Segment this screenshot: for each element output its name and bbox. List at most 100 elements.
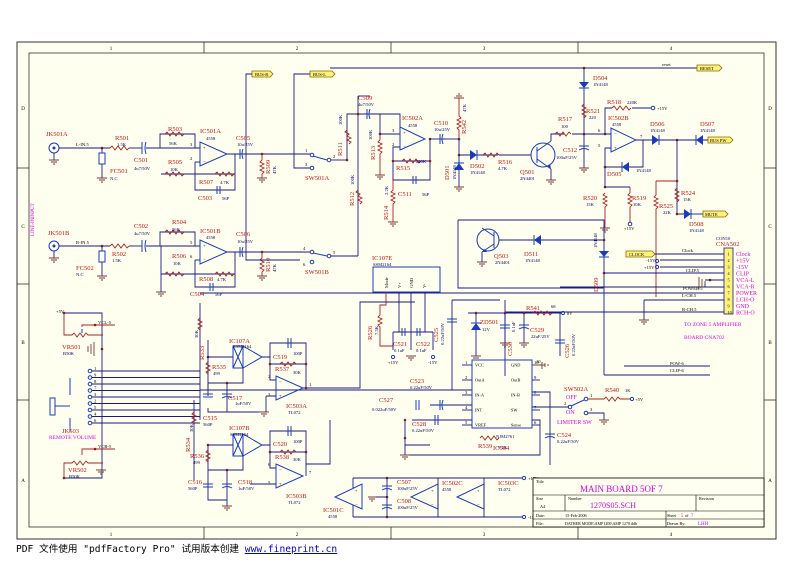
switch-sw501a[interactable]: 132 SW501A	[305, 148, 336, 182]
jack-contact	[87, 401, 93, 406]
connector-pin-label: CLIP	[736, 272, 750, 278]
pin-number: 5	[94, 405, 97, 410]
value-label: NJM2761	[496, 434, 515, 439]
switch-sw501b[interactable]: 465 SW501B	[303, 246, 336, 276]
net-label: +5V	[56, 309, 65, 314]
svg-text:2: 2	[190, 156, 193, 161]
net-label: POWER.5	[683, 286, 703, 291]
value-label: 1N4148	[689, 228, 705, 233]
value-label: 56K	[169, 141, 178, 146]
capacitor-c509: C509 4u7/50V	[358, 95, 375, 120]
ref-label: C505	[236, 135, 250, 142]
svg-text:3: 3	[590, 407, 593, 412]
port-label: CLOCK	[629, 252, 645, 257]
ref-label: IC501C	[323, 507, 344, 514]
connector-pin-number: 8	[728, 297, 730, 302]
svg-text:2: 2	[392, 142, 395, 147]
value-label: 4558	[612, 122, 622, 127]
ref-label: R504	[172, 219, 187, 226]
net-label: R-CH.5	[682, 307, 697, 312]
ref-label: IC503C	[498, 480, 519, 487]
pin-number: 9	[534, 375, 537, 380]
value-label: 4558	[206, 136, 216, 141]
svg-text:3: 3	[392, 128, 395, 133]
value-label: 68	[551, 304, 556, 309]
pin-number: 3	[94, 392, 97, 397]
svg-text:4: 4	[303, 246, 306, 251]
pin-number: 5	[465, 420, 468, 425]
value-label: 56P	[215, 292, 223, 297]
title-text: MAIN BOARD 5OF 7	[580, 484, 663, 494]
svg-text:1: 1	[309, 382, 312, 387]
svg-text:−: −	[403, 144, 406, 149]
net-label: CLIP-6	[670, 368, 684, 373]
svg-text:10: 10	[536, 359, 541, 364]
ref-label: R517	[558, 116, 573, 123]
svg-text:+: +	[403, 130, 406, 135]
ref-label: IC501B	[200, 228, 221, 235]
value-label: 1N4148	[470, 170, 486, 175]
ref-label: IC504	[493, 445, 510, 452]
value-label: 100K	[338, 114, 343, 125]
value-label: 4.7K	[217, 277, 227, 282]
drawn-by-label: Drawn By:	[667, 521, 686, 526]
ic-ic107e: IC107E SSM2164 Mode V+ GND V-	[372, 255, 441, 293]
ref-label: C502	[134, 223, 148, 230]
pdf-footer: PDF 文件使用 "pdfFactory Pro" 试用版本创建 www.fin…	[16, 541, 337, 555]
pin-label: IN-A	[475, 393, 485, 398]
inner-border	[28, 52, 765, 528]
pin-number: 8	[534, 390, 537, 395]
value-label: 30K	[293, 370, 302, 375]
capacitor-c501: C501 4u7/50V	[134, 141, 151, 171]
net-label: -15V	[428, 360, 438, 365]
net-label: L-IN.5	[76, 142, 89, 147]
net-label: reset	[662, 62, 671, 67]
ref-label: JK501A	[46, 131, 68, 138]
ref-label: R524	[681, 190, 696, 197]
value-label: 4558	[442, 487, 452, 492]
value-label: CNA502	[716, 241, 739, 248]
ref-label: C525	[433, 328, 440, 342]
ref-label: D507	[700, 121, 715, 128]
svg-text:+: +	[203, 243, 206, 248]
connector-pin-label: +15V	[736, 259, 750, 265]
port-label: BUS-R	[255, 72, 268, 77]
ref-label: D509	[593, 278, 600, 292]
ref-label: R542	[461, 120, 468, 134]
border-zone-labels: 1 2 3 4 1 2 3 4 D C B A D C B A	[21, 47, 772, 538]
ref-label: C501	[134, 157, 148, 164]
value-label: 0.22uF/50V	[410, 385, 433, 390]
value-label: 10K	[170, 167, 179, 172]
value-label: 1N4148	[452, 164, 457, 180]
pin-label: GND	[511, 363, 520, 368]
ref-label: R512	[349, 192, 356, 206]
footer-link[interactable]: www.fineprint.cn	[244, 544, 338, 555]
svg-text:5: 5	[268, 480, 271, 485]
ref-label: IC502A	[402, 115, 423, 122]
sheet-label: Sheet	[667, 513, 677, 518]
pin-label: VCC	[475, 363, 484, 368]
svg-text:−: −	[203, 257, 206, 262]
value-label: 0.1uF	[416, 348, 427, 353]
row-label: D	[768, 107, 772, 112]
switch-sw502a[interactable]: 213 SW502A OFF ON LIMITER SW	[557, 386, 593, 426]
ref-label: C527	[379, 397, 394, 404]
pin-label: SW	[511, 408, 518, 413]
value-label: 0.22uF/50V	[571, 333, 576, 356]
svg-text:−: −	[279, 467, 282, 472]
size-label: Size	[536, 496, 543, 501]
svg-text:−: −	[477, 502, 480, 507]
net-label: +15V	[644, 265, 655, 270]
ref-label: R518	[607, 99, 621, 106]
pin-label: Mode	[384, 277, 389, 288]
connector-pin-number: 6	[728, 284, 730, 289]
row-label: A	[768, 479, 772, 484]
sheet-number: 5	[681, 514, 684, 519]
svg-text:6: 6	[598, 128, 601, 133]
value-label: 12V	[482, 327, 491, 332]
border-zone-dividers	[17, 42, 776, 539]
value-label: TL072	[498, 487, 511, 492]
connector-pin-number: 4	[728, 271, 731, 276]
value-label: 56P	[222, 196, 230, 201]
